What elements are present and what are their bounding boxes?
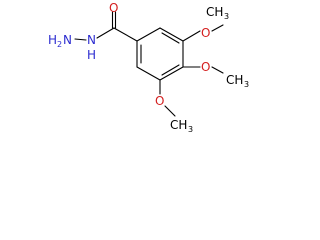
top-methyl-label: CH bbox=[206, 5, 223, 19]
ring-double-bond bbox=[161, 32, 180, 44]
ring-double-bond bbox=[161, 64, 180, 76]
amine-nitrogen-symbol: N bbox=[63, 33, 72, 47]
oxygen-to-methyl-bond bbox=[211, 24, 224, 32]
top-methoxy-oxygen-label: O bbox=[201, 26, 210, 40]
middle-methoxy-oxygen-label: O bbox=[201, 60, 210, 74]
ring-to-oxygen-bond bbox=[182, 30, 201, 42]
n-n-bond bbox=[74, 38, 87, 41]
amine-h-subscript: 2 bbox=[57, 40, 62, 49]
ring-to-carbonyl-bond bbox=[113, 27, 138, 42]
ring-bond bbox=[159, 66, 184, 81]
carbonyl-to-nh-bond bbox=[96, 27, 115, 39]
bottom-methyl-label: CH bbox=[170, 118, 187, 132]
bottom-methoxy-oxygen-label: O bbox=[155, 94, 164, 108]
structure-svg: H 2 N N H O O CH 3 O CH 3 O CH 3 bbox=[48, 1, 249, 134]
oxygen-to-methyl-bond bbox=[211, 66, 224, 74]
top-methyl-subscript: 3 bbox=[224, 12, 229, 21]
ring-bond bbox=[136, 27, 161, 42]
middle-methyl-label: CH bbox=[226, 73, 243, 87]
ring-bond bbox=[159, 27, 184, 42]
molecule-diagram: H 2 N N H O O CH 3 O CH 3 O CH 3 bbox=[48, 1, 249, 134]
bottom-methyl-subscript: 3 bbox=[188, 125, 193, 134]
middle-methyl-subscript: 3 bbox=[244, 80, 249, 89]
carbonyl-oxygen-label: O bbox=[109, 1, 118, 15]
oxygen-to-methyl-bond bbox=[164, 105, 176, 117]
hydrazide-nitrogen-label: N bbox=[87, 33, 96, 47]
amine-nitrogen-label: H bbox=[48, 33, 57, 47]
ring-bond bbox=[136, 66, 161, 81]
hydrazide-hydrogen-label: H bbox=[87, 48, 96, 62]
